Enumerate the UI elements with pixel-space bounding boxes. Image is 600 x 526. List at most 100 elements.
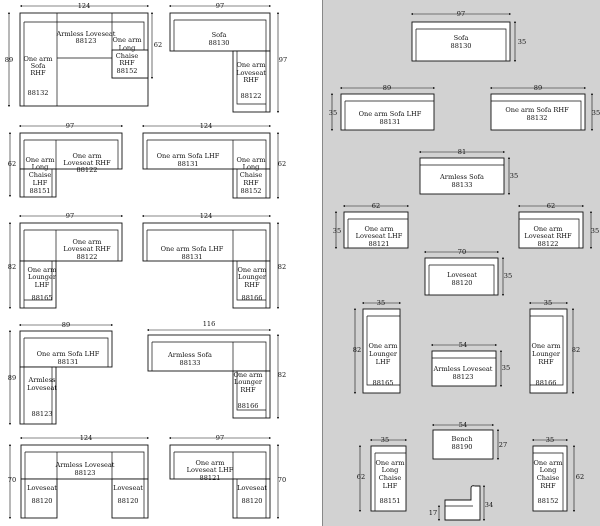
svg-text:Armless Loveseat: Armless Loveseat xyxy=(56,30,116,38)
svg-text:Loveseat: Loveseat xyxy=(27,484,57,492)
svg-text:88151: 88151 xyxy=(380,497,401,505)
svg-text:88131: 88131 xyxy=(178,160,199,168)
svg-text:88131: 88131 xyxy=(58,358,79,366)
svg-text:88152: 88152 xyxy=(117,67,138,75)
layout-88131-88166: 124 82 One arm Sofa LHF 88131 One arm Lo… xyxy=(141,212,286,310)
svg-text:17: 17 xyxy=(429,509,437,517)
svg-text:One arm Sofa LHF: One arm Sofa LHF xyxy=(37,350,100,358)
layout-88130-88122: 97 97 Sofa 88130 One arm Loveseat RHF 88… xyxy=(168,2,287,114)
svg-text:RHF: RHF xyxy=(30,69,46,77)
svg-text:88166: 88166 xyxy=(536,379,557,387)
piece-88123: 54 35 Armless Loveseat 88123 xyxy=(430,341,510,388)
svg-text:One arm: One arm xyxy=(237,156,267,164)
piece-88120: 70 35 Loveseat 88120 xyxy=(423,248,512,297)
svg-text:35: 35 xyxy=(333,227,341,235)
svg-text:RHF: RHF xyxy=(243,76,259,84)
layout-88151-88122: 97 62 One arm Long Chaise LHF 88151 One … xyxy=(8,122,124,198)
svg-text:LHF: LHF xyxy=(383,482,398,490)
svg-text:Lounger: Lounger xyxy=(532,350,561,358)
layout-88132-88123-88152: 124 89 62 One arm Sofa RHF 88132 Armless… xyxy=(5,2,162,108)
svg-text:Long: Long xyxy=(243,163,261,171)
svg-text:88120: 88120 xyxy=(32,497,53,505)
svg-text:88132: 88132 xyxy=(28,89,49,97)
svg-text:88130: 88130 xyxy=(451,42,472,50)
svg-text:88122: 88122 xyxy=(538,240,559,248)
svg-text:88133: 88133 xyxy=(180,359,201,367)
svg-text:RHF: RHF xyxy=(244,281,260,289)
svg-text:88166: 88166 xyxy=(242,294,263,302)
svg-text:62: 62 xyxy=(154,41,162,49)
svg-text:Chaise: Chaise xyxy=(116,52,139,60)
svg-text:Chaise: Chaise xyxy=(29,171,52,179)
svg-text:One arm: One arm xyxy=(376,459,406,467)
svg-text:88152: 88152 xyxy=(241,187,262,195)
svg-text:Chaise: Chaise xyxy=(240,171,263,179)
svg-text:Loveseat LHF: Loveseat LHF xyxy=(356,232,403,240)
svg-text:One arm: One arm xyxy=(73,152,103,160)
svg-text:88131: 88131 xyxy=(182,253,203,261)
piece-88133: 81 35 Armless Sofa 88133 xyxy=(418,148,518,196)
svg-text:62: 62 xyxy=(576,473,584,481)
svg-text:97: 97 xyxy=(216,2,224,10)
svg-text:89: 89 xyxy=(8,374,16,382)
svg-text:Armless Sofa: Armless Sofa xyxy=(439,173,484,181)
svg-text:One arm: One arm xyxy=(113,36,143,44)
configurations-panel: 124 89 62 One arm Sofa RHF 88132 Armless… xyxy=(4,2,288,520)
svg-text:RHF: RHF xyxy=(243,179,259,187)
svg-text:82: 82 xyxy=(278,263,286,271)
svg-text:54: 54 xyxy=(459,341,467,349)
svg-text:89: 89 xyxy=(5,56,13,64)
svg-text:Long: Long xyxy=(119,44,137,52)
svg-text:Loveseat: Loveseat xyxy=(237,484,267,492)
svg-text:62: 62 xyxy=(547,202,555,210)
svg-text:One arm: One arm xyxy=(196,459,226,467)
svg-text:35: 35 xyxy=(546,436,554,444)
svg-text:Lounger: Lounger xyxy=(369,350,398,358)
svg-text:97: 97 xyxy=(457,10,465,18)
svg-text:124: 124 xyxy=(80,434,93,442)
svg-text:One arm: One arm xyxy=(532,342,562,350)
svg-text:Long: Long xyxy=(540,466,558,474)
svg-text:88121: 88121 xyxy=(200,474,221,482)
piece-88121: 62 35 One arm Loveseat LHF 88121 xyxy=(333,202,410,250)
svg-text:Loveseat RHF: Loveseat RHF xyxy=(63,159,111,167)
svg-text:97: 97 xyxy=(279,56,287,64)
svg-text:One arm: One arm xyxy=(238,266,268,274)
svg-text:Bench: Bench xyxy=(452,435,474,443)
svg-text:82: 82 xyxy=(278,371,286,379)
svg-text:62: 62 xyxy=(8,160,16,168)
svg-text:35: 35 xyxy=(504,272,512,280)
svg-text:88121: 88121 xyxy=(369,240,390,248)
svg-text:Loveseat RHF: Loveseat RHF xyxy=(524,232,572,240)
svg-text:88152: 88152 xyxy=(538,497,559,505)
svg-text:88122: 88122 xyxy=(77,166,98,174)
svg-text:88120: 88120 xyxy=(452,279,473,287)
svg-text:RHF: RHF xyxy=(540,482,556,490)
svg-text:88132: 88132 xyxy=(527,114,548,122)
piece-88165: 35 82 One arm Lounger LHF 88165 xyxy=(353,299,402,395)
svg-text:35: 35 xyxy=(592,109,600,117)
piece-88190: 54 27 Bench 88190 xyxy=(431,421,507,461)
svg-text:70: 70 xyxy=(8,476,16,484)
side-profile-view: 34 17 xyxy=(429,484,493,522)
svg-text:Armless Sofa: Armless Sofa xyxy=(167,351,212,359)
layout-88131-88123: 89 89 One arm Sofa LHF 88131 Armless Lov… xyxy=(8,321,114,426)
svg-text:88123: 88123 xyxy=(75,469,96,477)
svg-text:82: 82 xyxy=(572,346,580,354)
piece-88122: 62 35 One arm Loveseat RHF 88122 xyxy=(517,202,599,250)
svg-text:88123: 88123 xyxy=(453,373,474,381)
svg-text:35: 35 xyxy=(502,364,510,372)
svg-text:116: 116 xyxy=(203,320,216,328)
svg-text:Loveseat: Loveseat xyxy=(447,271,477,279)
svg-text:Loveseat: Loveseat xyxy=(113,484,143,492)
svg-text:62: 62 xyxy=(278,160,286,168)
svg-text:One arm: One arm xyxy=(73,238,103,246)
svg-text:124: 124 xyxy=(200,122,213,130)
svg-text:88133: 88133 xyxy=(452,181,473,189)
piece-88166: 35 82 One arm Lounger RHF 88166 xyxy=(528,299,580,395)
svg-text:One arm: One arm xyxy=(534,459,564,467)
svg-text:35: 35 xyxy=(544,299,552,307)
svg-text:27: 27 xyxy=(499,441,507,449)
svg-text:81: 81 xyxy=(458,148,466,156)
svg-text:89: 89 xyxy=(534,84,542,92)
